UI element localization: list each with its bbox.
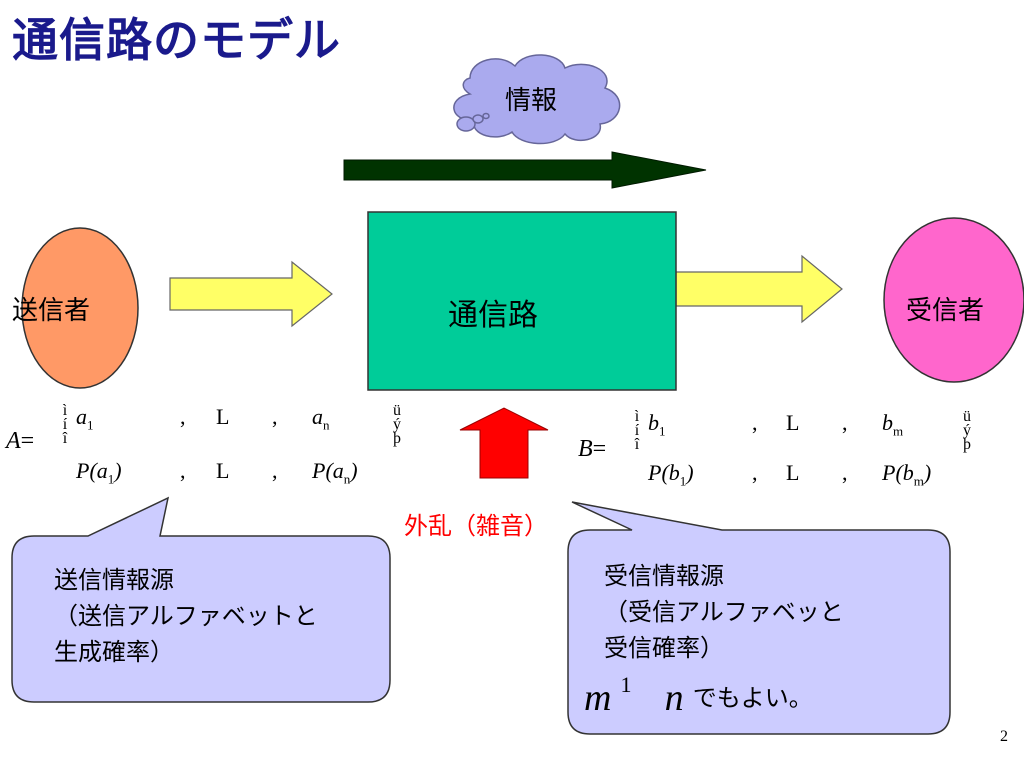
sender-source-callout [11, 496, 391, 703]
page-title: 通信路のモデル [12, 13, 341, 67]
receiver-source-line3: 受信確率） [604, 634, 724, 662]
equation-a-row2: P(a1) , L , P(an) [76, 458, 358, 487]
sender-label: 送信者 [12, 296, 91, 326]
equation-b-row1: b1 , L , bm [648, 410, 904, 439]
sender-source-line3: 生成確率） [54, 638, 174, 666]
channel-to-receiver-arrow [675, 254, 843, 324]
sender-to-channel-arrow [169, 260, 333, 328]
math-m: m [584, 677, 612, 719]
receiver-source-line2: （受信アルファベッと [604, 598, 844, 626]
sender-source-line1: 送信情報源 [54, 566, 174, 594]
channel-label: 通信路 [448, 298, 538, 333]
receiver-source-text: 受信情報源 （受信アルファベッと 受信確率） [604, 558, 844, 666]
channel-box [367, 211, 677, 391]
noise-arrow [459, 407, 549, 479]
receiver-node [883, 217, 1024, 383]
sender-source-text: 送信情報源 （送信アルファベットと 生成確率） [54, 562, 318, 670]
equation-a-row1: a1 , L , an [76, 404, 330, 433]
information-cloud [453, 54, 621, 145]
receiver-source-callout [567, 501, 951, 735]
math-not-equal: 1 [620, 672, 632, 697]
note-suffix: でもよい。 [692, 684, 813, 712]
sender-node [21, 227, 139, 389]
equation-a-lhs: A= [6, 428, 35, 454]
receiver-source-line1: 受信情報源 [604, 562, 724, 590]
receiver-label: 受信者 [906, 296, 985, 326]
cloud-label: 情報 [505, 86, 558, 116]
sender-source-line2: （送信アルファベットと [54, 602, 318, 630]
noise-label: 外乱（雑音） [404, 512, 548, 540]
information-flow-arrow [343, 151, 707, 189]
math-n: n [664, 677, 684, 719]
equation-b-row2: P(b1) , L , P(bm) [648, 460, 932, 489]
equation-b-lhs: B= [578, 436, 607, 462]
page-number: 2 [1000, 728, 1008, 745]
receiver-source-note: m 1 n でもよい。 [584, 672, 813, 720]
